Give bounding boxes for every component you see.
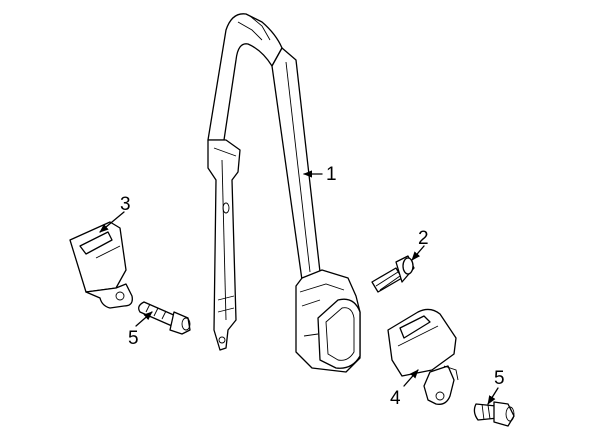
leader-4 [403,369,419,387]
callout-4: 4 [390,388,401,409]
leader-5-left [135,311,153,327]
leader-2 [411,245,425,261]
leader-5-right [487,387,499,405]
callout-3: 3 [120,194,131,215]
callout-5-right: 5 [494,368,505,389]
leader-3 [99,211,125,233]
buckle-part-4 [387,308,459,405]
buckle-part-3 [69,221,133,309]
bolt-part-2 [371,255,415,293]
callout-2: 2 [418,228,429,249]
bolt-part-5-left [138,301,191,335]
bolt-part-5-right [473,401,515,427]
callout-5-left: 5 [128,328,139,349]
seat-belt-assembly [207,13,361,373]
callout-1: 1 [326,164,337,185]
callout-leaders [99,170,499,405]
